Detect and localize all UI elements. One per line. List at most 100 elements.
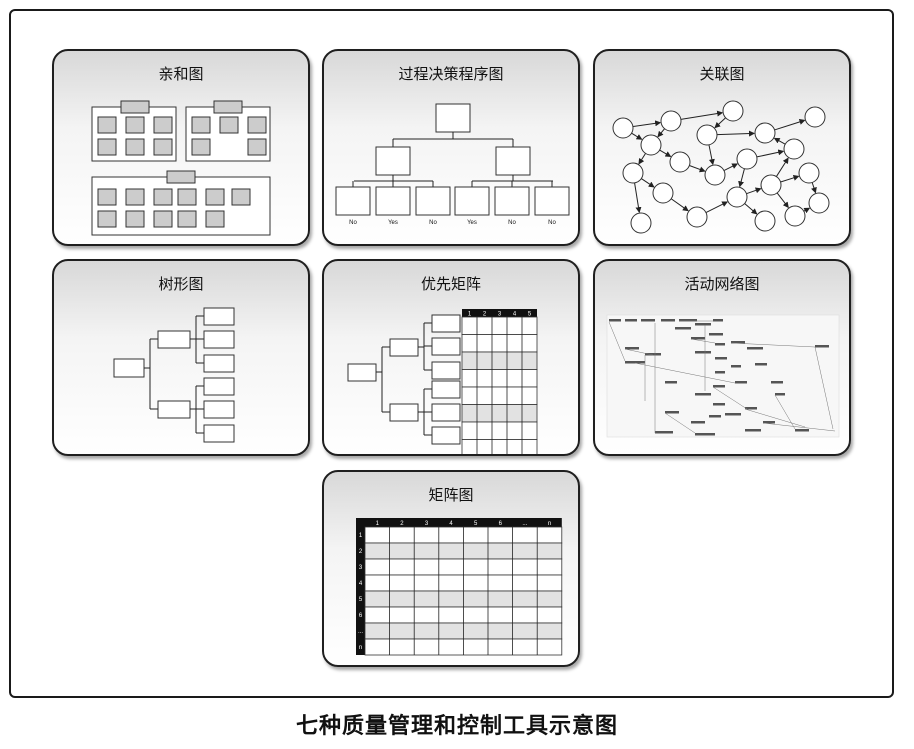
activity-bar [815,345,829,348]
activity-bar [771,381,783,384]
leaf-node [203,354,235,373]
relation-arrow [776,192,789,209]
group-header [166,170,196,184]
activity-bar [665,411,679,414]
column-label: 5 [474,521,478,527]
column-label: 3 [425,521,429,527]
activity-bar [755,363,767,366]
relation-arrow [632,120,662,128]
matrix-header-bar [462,309,537,317]
panel-affinity-diagram: 亲和图 [52,49,310,246]
leaf-node [203,330,235,349]
activity-bar [655,431,673,434]
relation-arrow [634,182,642,214]
relation-node [652,182,674,204]
row-label: ... [358,629,363,635]
relation-node [798,162,820,184]
leaf-node [335,186,371,216]
relation-node [622,162,644,184]
matrix-row [461,439,538,454]
relation-node [612,117,634,139]
leaf-node [431,380,461,399]
relation-arrow [746,187,762,195]
column-label: 2 [483,312,487,318]
dependency-line [608,321,626,362]
dependency-line [774,394,796,430]
matrix-row [461,351,538,370]
item-card [191,138,211,156]
dependency-line [664,412,696,434]
dependency-line [730,342,816,348]
activity-bar [731,365,741,368]
leaf-node [534,186,570,216]
leaf-label: No [548,220,556,226]
leaf-node [454,186,490,216]
relation-node [660,110,682,132]
item-card [247,116,267,134]
relation-arrow [670,198,689,212]
relation-node [704,164,726,186]
relation-diagram-illustration [612,100,830,234]
activity-bar [725,413,741,416]
item-card [153,210,173,228]
activity-bar [695,433,715,436]
column-label: 1 [376,521,380,527]
activity-bar [731,341,745,344]
branch-node [375,146,411,176]
leaf-node [203,377,235,396]
relation-arrow [714,117,726,129]
row-label: 3 [359,565,363,571]
panel-title: 矩阵图 [428,486,474,504]
relation-arrow [738,168,745,188]
dependency-line [744,408,806,428]
activity-bar [715,357,727,360]
row-label: 4 [359,581,363,587]
dependency-line [624,348,654,356]
dependency-line [634,362,736,384]
activity-bar [695,323,711,326]
relation-node [669,151,691,173]
leaf-label: Yes [388,220,398,226]
row-label: 1 [359,533,363,539]
activity-bar [691,421,705,424]
relation-node [696,124,718,146]
leaf-label: No [429,220,437,226]
activity-bar [691,337,705,340]
activity-bar [715,343,725,346]
tree-diagram-illustration [113,307,235,443]
activity-bar [709,415,721,418]
leaf-node [203,307,235,326]
item-card [205,188,225,206]
item-card [125,116,145,134]
relation-node [736,148,758,170]
matrix-row-header-bar [356,518,365,655]
relation-arrow [657,128,665,138]
activity-bar [763,421,775,424]
activity-bar [715,371,725,374]
item-card [231,188,251,206]
activity-bar [713,403,725,406]
leaf-label: No [349,220,357,226]
leaf-node [431,314,461,333]
row-label: 5 [359,597,363,603]
branch-node [495,146,531,176]
column-label: 4 [513,312,517,318]
item-card [191,116,211,134]
figure-caption: 七种质量管理和控制工具示意图 [295,714,618,739]
relation-arrow [689,165,706,173]
column-label: 1 [468,312,472,318]
group-header [213,100,243,114]
relation-arrow [780,174,800,183]
item-card [153,138,173,156]
panel-relation-diagram: 关联图 [593,49,851,246]
item-card [97,210,117,228]
activity-bar [775,393,785,396]
panel-title: 树形图 [158,275,204,293]
row-label: 2 [359,549,363,555]
panel-tree-diagram: 树形图 [52,259,310,456]
item-card [205,210,225,228]
